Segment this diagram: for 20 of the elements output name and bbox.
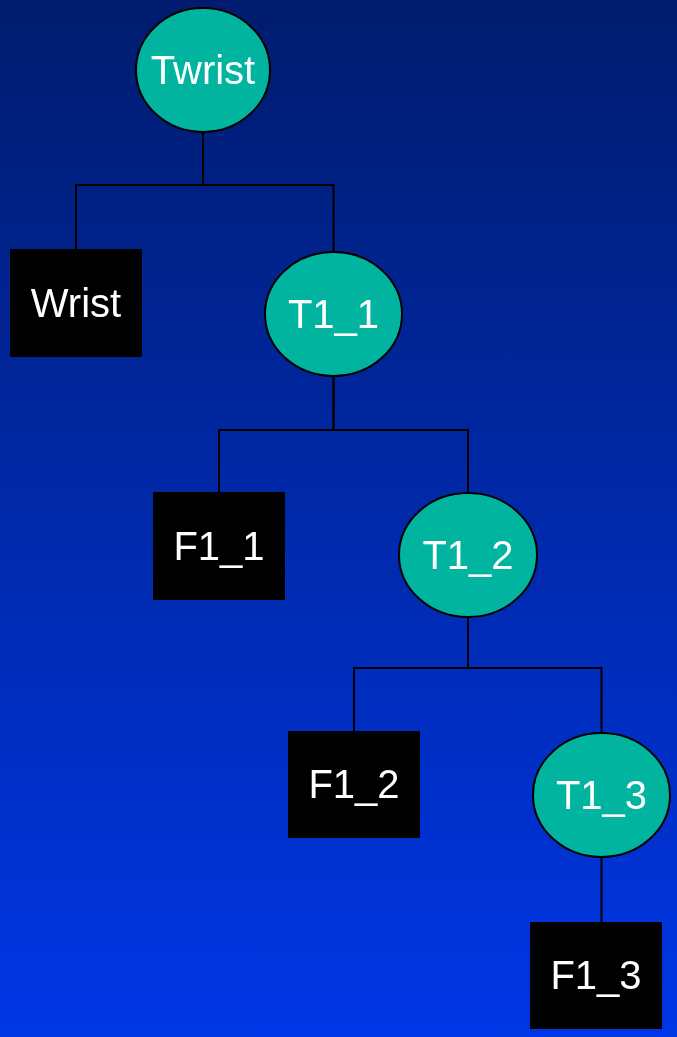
square-node xyxy=(288,731,420,838)
node-label: F1_1 xyxy=(173,523,265,569)
node-label: F1_2 xyxy=(308,762,400,807)
node-label: T1_2 xyxy=(422,532,514,578)
ellipse-node xyxy=(532,732,671,858)
connector-line xyxy=(467,617,603,733)
square-node xyxy=(10,249,142,357)
ellipse-node xyxy=(398,492,538,618)
ellipse-node xyxy=(135,7,271,133)
node-label: T1_1 xyxy=(287,291,380,337)
node-label: Twrist xyxy=(150,47,256,93)
connector-line xyxy=(202,132,335,252)
square-node xyxy=(530,922,662,1029)
square-node xyxy=(153,492,285,600)
ellipse-node xyxy=(264,251,403,377)
node-label: T1_3 xyxy=(555,772,648,818)
node-label: Wrist xyxy=(30,280,122,326)
connector-line xyxy=(332,376,469,493)
connector-line xyxy=(600,857,603,923)
node-label: F1_3 xyxy=(550,953,642,998)
